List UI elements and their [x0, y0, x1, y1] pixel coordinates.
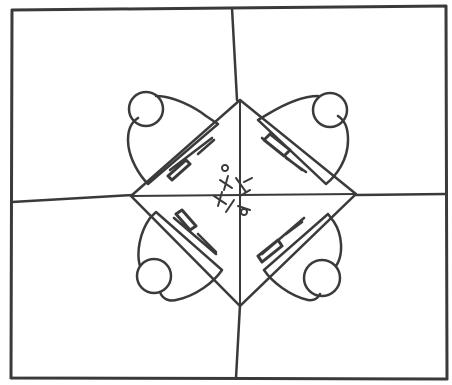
outer-frame	[11, 6, 447, 379]
horizontal-divider-right	[355, 194, 446, 195]
vertical-divider-bottom	[236, 305, 240, 378]
chair-bottom-right	[258, 214, 341, 300]
table-outline	[131, 100, 356, 306]
centerpiece	[214, 165, 252, 215]
chair-top-left	[128, 92, 218, 184]
horizontal-divider-left	[12, 195, 133, 202]
chair-top-right	[258, 93, 348, 184]
chair-bottom-left	[137, 210, 222, 301]
vertical-divider-top	[232, 8, 237, 100]
